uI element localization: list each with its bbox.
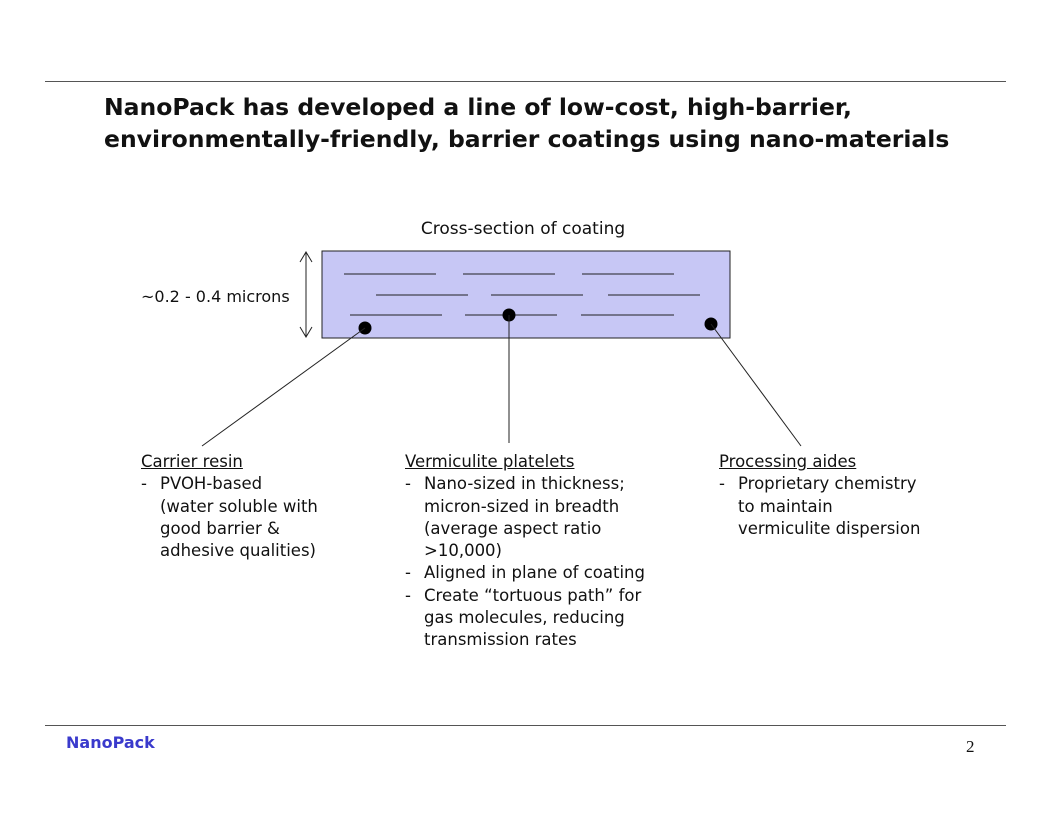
processing-aides-heading: Processing aides bbox=[719, 452, 857, 471]
bullet-line: vermiculite dispersion bbox=[738, 518, 921, 538]
bullet-line: Proprietary chemistry bbox=[738, 474, 917, 494]
top-divider bbox=[45, 81, 1006, 82]
bullet-line: micron-sized in breadth bbox=[424, 496, 620, 516]
slide-title: NanoPack has developed a line of low-cos… bbox=[104, 91, 984, 155]
slide-title-line-1: NanoPack has developed a line of low-cos… bbox=[104, 93, 852, 121]
processing-aides-bullet: - Proprietary chemistry to maintain verm… bbox=[719, 473, 999, 540]
footer-brand: NanoPack bbox=[66, 733, 155, 752]
bullet-line: >10,000) bbox=[424, 541, 502, 561]
diagram-caption: Cross-section of coating bbox=[420, 219, 626, 239]
bullet-line: PVOH-based bbox=[160, 474, 263, 494]
bullet-line: transmission rates bbox=[424, 630, 577, 650]
bullet-line: good barrier & bbox=[160, 518, 280, 538]
carrier-resin-bullet: - PVOH-based (water soluble with good ba… bbox=[141, 473, 371, 562]
vermiculite-bullet: - Aligned in plane of coating bbox=[405, 562, 695, 584]
bullet-line: adhesive qualities) bbox=[160, 541, 316, 561]
page-number: 2 bbox=[966, 737, 975, 756]
processing-aides-leader bbox=[710, 323, 802, 447]
bullet-line: to maintain bbox=[738, 496, 833, 516]
bottom-divider bbox=[45, 725, 1006, 726]
vermiculite-heading: Vermiculite platelets bbox=[405, 452, 575, 471]
bullet-line: Nano-sized in thickness; bbox=[424, 474, 625, 494]
bullet-dash: - bbox=[719, 474, 725, 494]
bullet-dash: - bbox=[141, 474, 147, 494]
bullet-line: (water soluble with bbox=[160, 496, 318, 516]
carrier-resin-heading: Carrier resin bbox=[141, 452, 243, 471]
processing-aides-callout: Processing aides - Proprietary chemistry… bbox=[719, 451, 999, 540]
carrier-resin-leader bbox=[201, 327, 366, 447]
bullet-line: Create “tortuous path” for bbox=[424, 585, 642, 605]
bullet-line: Aligned in plane of coating bbox=[424, 563, 645, 583]
thickness-label: ~0.2 - 0.4 microns bbox=[141, 287, 290, 306]
vermiculite-callout: Vermiculite platelets - Nano-sized in th… bbox=[405, 451, 695, 652]
bullet-line: (average aspect ratio bbox=[424, 518, 602, 538]
carrier-resin-callout: Carrier resin - PVOH-based (water solubl… bbox=[141, 451, 371, 562]
bullet-dash: - bbox=[405, 563, 411, 583]
bullet-dash: - bbox=[405, 474, 411, 494]
slide-title-line-2: environmentally-friendly, barrier coatin… bbox=[104, 125, 950, 153]
vermiculite-bullet: - Create “tortuous path” for gas molecul… bbox=[405, 585, 695, 652]
bullet-dash: - bbox=[405, 585, 411, 605]
thickness-arrow bbox=[299, 251, 313, 338]
bullet-line: gas molecules, reducing bbox=[424, 608, 625, 628]
vermiculite-bullet: - Nano-sized in thickness; micron-sized … bbox=[405, 473, 695, 562]
